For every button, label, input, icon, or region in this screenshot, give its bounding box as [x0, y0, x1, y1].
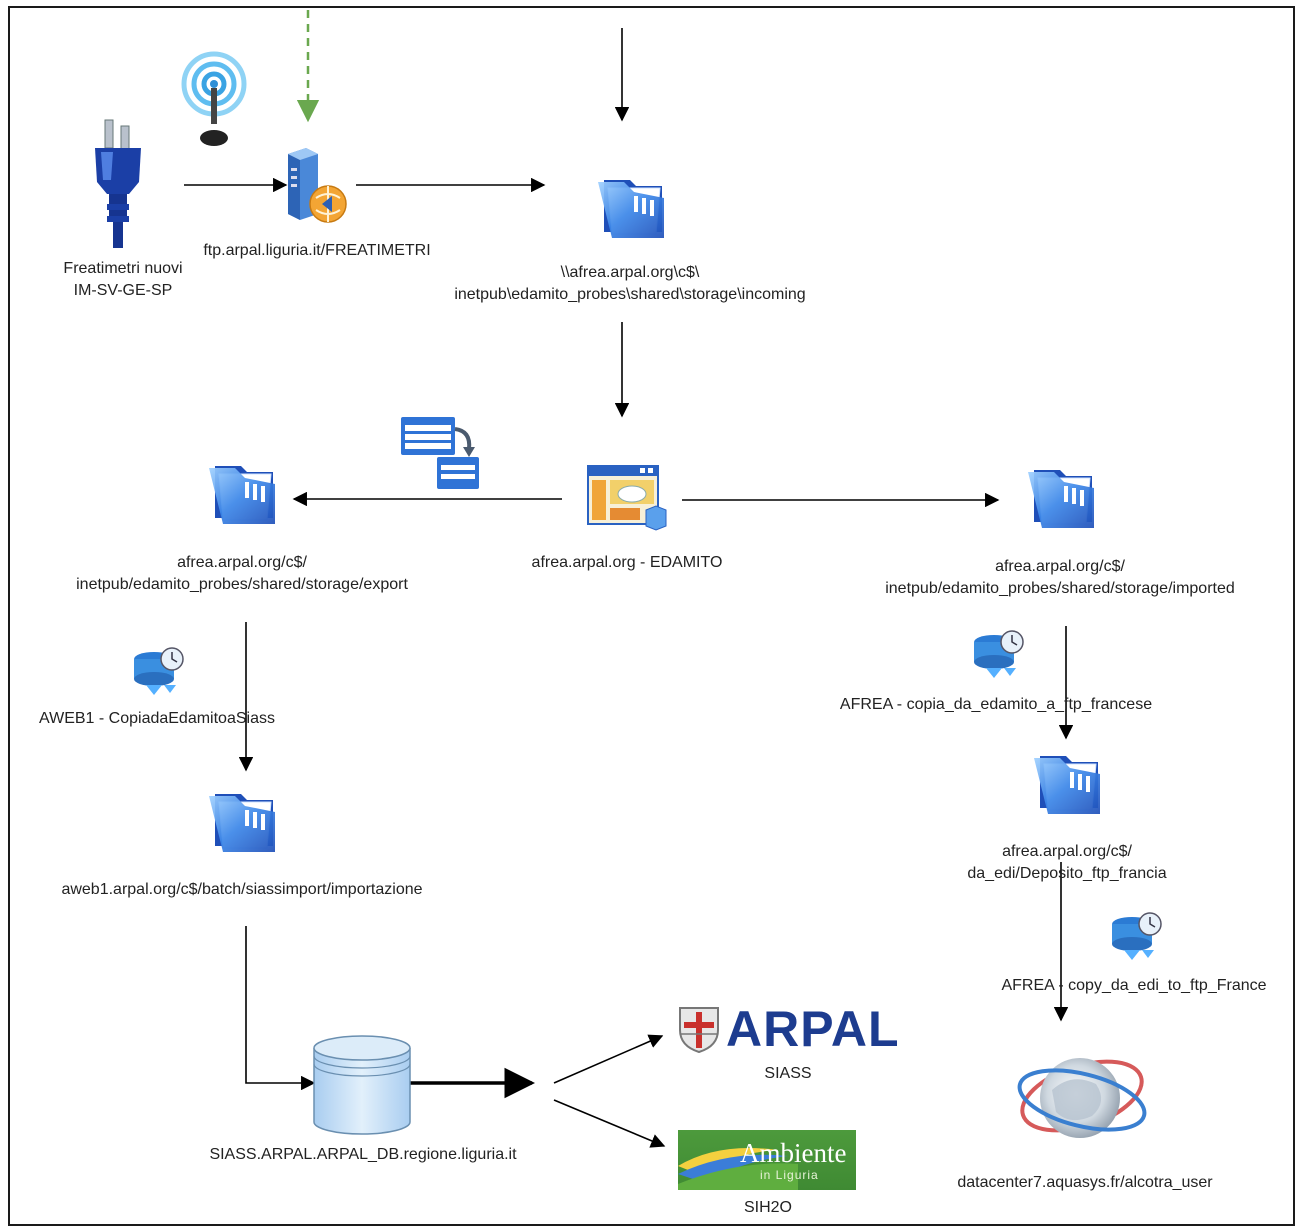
ftp-server-label: ftp.arpal.liguria.it/FREATIMETRI	[203, 242, 431, 259]
file-transfer-icon	[401, 417, 479, 489]
arpal-logo-text: ARPAL	[726, 1001, 900, 1057]
arrow-to-arpal	[553, 1034, 664, 1084]
ftp-server-icon	[288, 148, 347, 223]
export-label: afrea.arpal.org/c$/ inetpub/edamito_prob…	[30, 552, 454, 596]
export-label-line1: afrea.arpal.org/c$/	[177, 554, 307, 571]
sensors-label-line2: IM-SV-GE-SP	[73, 282, 173, 299]
antenna-icon	[181, 51, 247, 146]
plug-icon	[95, 119, 141, 248]
incoming-label-line1: \\afrea.arpal.org\c$\	[560, 264, 700, 281]
task-afrea-copia-label: AFREA - copia_da_edamito_a_ftp_francese	[839, 696, 1153, 713]
liguria-crest-icon	[679, 1007, 719, 1054]
imported-label: afrea.arpal.org/c$/ inetpub/edamito_prob…	[840, 556, 1280, 600]
ambiente-liguria-logo: Ambiente in Liguria	[678, 1130, 856, 1190]
folder-icon-deposito	[1033, 755, 1101, 815]
ambiente-logo-subtext: in Liguria	[760, 1168, 819, 1182]
scheduled-task-icon-aweb1	[133, 647, 184, 696]
task-aweb1-label: AWEB1 - CopiadaEdamitoaSiass	[39, 710, 275, 727]
imported-label-line2: inetpub/edamito_probes/shared/storage/im…	[885, 580, 1235, 597]
database-icon	[313, 1035, 411, 1135]
sensors-label: Freatimetri nuovi IM-SV-GE-SP	[48, 258, 198, 302]
folder-icon-imported	[1027, 469, 1095, 529]
arrow-importazione-to-database	[245, 926, 316, 1091]
ambiente-swoosh-icon	[678, 1148, 798, 1190]
scheduled-task-icon-afrea-copy	[1111, 912, 1162, 961]
deposito-label-line2: da_edi/Deposito_ftp_francia	[967, 865, 1167, 882]
incoming-label-line2: inetpub\edamito_probes\shared\storage\in…	[454, 286, 806, 303]
imported-label-line1: afrea.arpal.org/c$/	[995, 558, 1125, 575]
deposito-label-line1: afrea.arpal.org/c$/	[1002, 843, 1132, 860]
database-label: SIASS.ARPAL.ARPAL_DB.regione.liguria.it	[209, 1146, 517, 1163]
edamito-label: afrea.arpal.org - EDAMITO	[531, 554, 723, 571]
datacenter-label: datacenter7.aquasys.fr/alcotra_user	[957, 1174, 1213, 1191]
folder-icon-importazione	[208, 793, 276, 853]
arrow-to-ambiente	[553, 1099, 666, 1148]
sih2o-label: SIH2O	[743, 1199, 792, 1216]
arpal-logo: ARPAL	[676, 1001, 906, 1057]
importazione-label: aweb1.arpal.org/c$/batch/siassimport/imp…	[61, 881, 423, 898]
folder-icon-export	[208, 465, 276, 525]
ambiente-logo-text: Ambiente	[740, 1138, 847, 1168]
application-window-icon	[587, 465, 667, 531]
deposito-label: afrea.arpal.org/c$/ da_edi/Deposito_ftp_…	[930, 841, 1204, 885]
incoming-label: \\afrea.arpal.org\c$\ inetpub\edamito_pr…	[410, 262, 850, 306]
task-afrea-copy-label: AFREA - copy_da_edi_to_ftp_France	[1001, 977, 1267, 994]
sensors-label-line1: Freatimetri nuovi	[63, 260, 183, 277]
export-label-line2: inetpub/edamito_probes/shared/storage/ex…	[76, 576, 408, 593]
scheduled-task-icon-afrea-copia	[973, 630, 1024, 679]
folder-icon-incoming	[597, 179, 665, 239]
siass-label: SIASS	[764, 1065, 812, 1082]
globe-icon	[1017, 1058, 1147, 1138]
